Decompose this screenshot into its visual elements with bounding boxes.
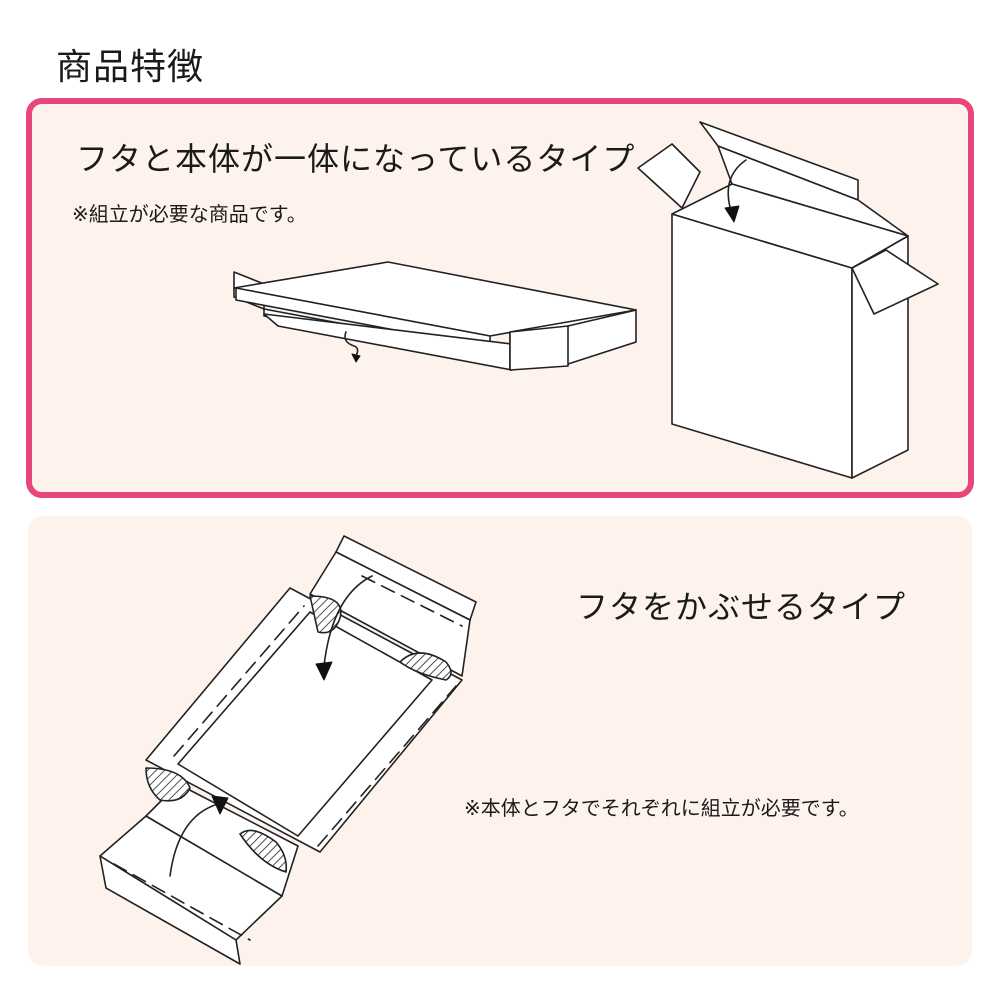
upright-box-illustration: [637, 121, 939, 479]
section-lid-cover-note: ※本体とフタでそれぞれに組立が必要です。: [464, 796, 859, 820]
section-one-piece-heading: フタと本体が一体になっているタイプ: [76, 140, 636, 178]
section-one-piece-type: フタと本体が一体になっているタイプ ※組立が必要な商品です。: [26, 98, 974, 498]
lid-cover-box-illustration: [99, 535, 477, 965]
flat-box-illustration: [233, 261, 637, 371]
section-one-piece-note: ※組立が必要な商品です。: [72, 202, 307, 226]
page-title: 商品特徴: [56, 47, 205, 88]
section-lid-cover-heading: フタをかぶせるタイプ: [576, 588, 907, 626]
section-lid-cover-type: フタをかぶせるタイプ ※本体とフタでそれぞれに組立が必要です。: [28, 516, 972, 966]
